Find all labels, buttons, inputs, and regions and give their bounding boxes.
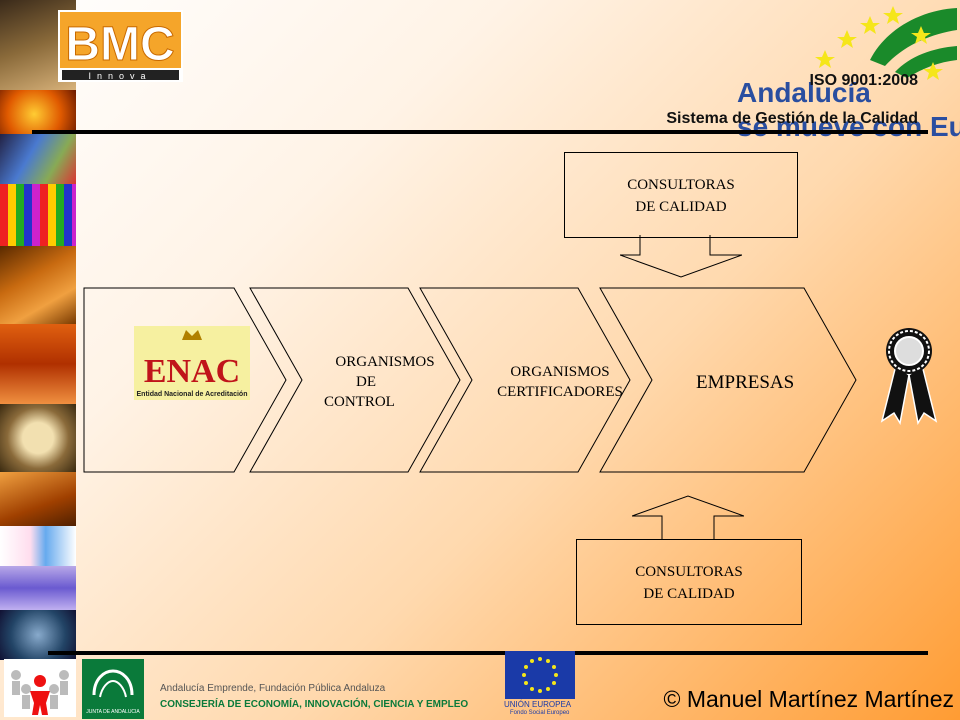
iso-standard-label: ISO 9001:2008: [809, 72, 918, 89]
empresas-label: EMPRESAS: [696, 372, 795, 393]
figure-tile: [0, 472, 76, 526]
people-group-icon: [4, 659, 76, 717]
quality-system-label: Sistema de Gestión de la Calidad: [666, 110, 918, 127]
certificadores-chevron: [419, 287, 631, 473]
apple-computer-tile: [0, 526, 76, 566]
andalucia-logo-line1: Andalucía: [737, 77, 871, 108]
process-chevrons: [83, 287, 857, 473]
copyright-notice: © Manuel Martínez Martínez: [663, 686, 955, 712]
consultoras-bottom-box: CONSULTORAS DE CALIDAD: [576, 539, 802, 625]
consultoras-top-line2: DE CALIDAD: [635, 199, 727, 215]
eu-flag-icon: [505, 651, 575, 699]
enac-chevron: [83, 287, 287, 473]
andalucia-logo-line2: se mueve con Europa: [737, 111, 960, 142]
eu-line1: UNIÓN EUROPEA: [504, 700, 572, 709]
certificadores-line1: ORGANISMOS: [510, 364, 610, 380]
office-tile: [0, 324, 76, 404]
consultoras-bottom-line2: DE CALIDAD: [643, 586, 735, 602]
organismos-control-line3: CONTROL: [324, 394, 395, 410]
color-grid-tile: [0, 184, 76, 246]
organismos-certificadores-label: ORGANISMOS CERTIFICADORES: [480, 362, 640, 402]
bmc-logo-text: BMC: [65, 18, 174, 71]
organismos-control-line2: DE: [356, 374, 376, 390]
enac-logo-caption: Entidad Nacional de Acreditación: [137, 391, 248, 398]
bmc-logo: BMC Innova: [58, 10, 183, 82]
junta-caption: JUNTA DE ANDALUCIA: [86, 709, 140, 715]
enac-logo-text: ENAC: [144, 353, 240, 390]
organismos-control-line1: ORGANISMOS: [335, 354, 435, 370]
ribbon-award-icon: [880, 328, 938, 425]
control-chevron: [249, 287, 461, 473]
footer-logos: JUNTA DE ANDALUCIA Andalucía Emprende, F…: [0, 651, 960, 720]
top-divider: [32, 130, 928, 134]
empresas-chevron: [599, 287, 857, 473]
bottom-divider: [48, 651, 928, 655]
circuit-tile: [0, 134, 76, 184]
certificadores-line2: CERTIFICADORES: [497, 384, 623, 400]
eu-line2: Fondo Social Europeo: [510, 710, 570, 716]
left-image-strip: [0, 0, 76, 660]
bmc-logo-sub: Innova: [88, 71, 151, 81]
consultoras-top-line1: CONSULTORAS: [627, 177, 735, 193]
consultoras-bottom-arrow: [632, 495, 744, 540]
enac-logo: ENAC Entidad Nacional de Acreditación: [134, 326, 250, 400]
gear-tile: [0, 90, 76, 134]
road-tile: [0, 566, 76, 610]
compass-tile: [0, 404, 76, 472]
organismos-control-label: ORGANISMOS DE CONTROL: [306, 352, 456, 412]
andalucia-europa-logo: Andalucía se mueve con Europa: [737, 6, 960, 142]
crown-icon: [182, 330, 202, 340]
consultoras-bottom-line1: CONSULTORAS: [635, 564, 743, 580]
hands-tile: [0, 246, 76, 324]
consultoras-top-box: CONSULTORAS DE CALIDAD: [564, 152, 798, 238]
consultoras-top-arrow: [620, 235, 742, 278]
org-line2: CONSEJERÍA DE ECONOMÍA, INNOVACIÓN, CIEN…: [160, 699, 469, 710]
org-line1: Andalucía Emprende, Fundación Pública An…: [160, 683, 386, 694]
junta-emblem-icon: JUNTA DE ANDALUCIA: [82, 659, 144, 719]
